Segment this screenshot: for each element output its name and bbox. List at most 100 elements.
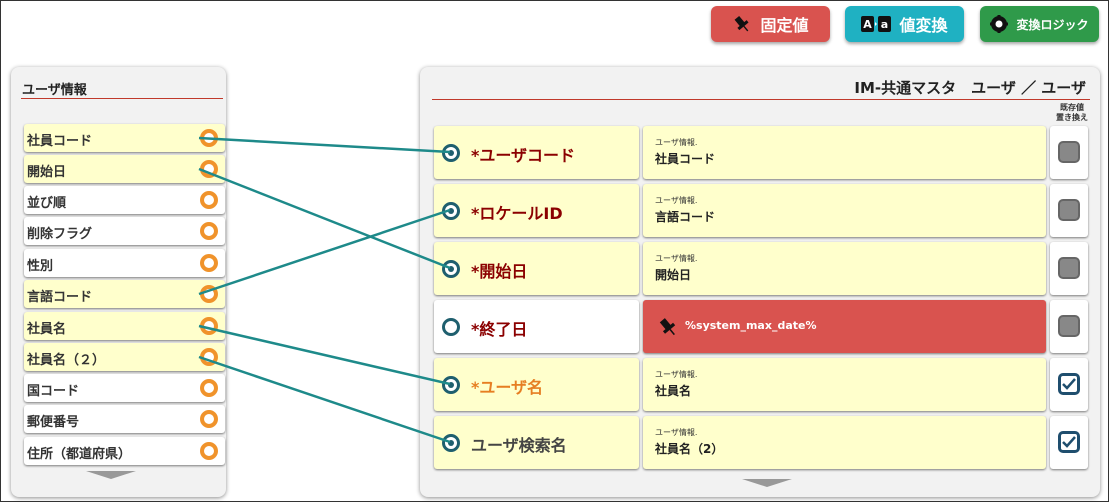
fixed-value-cell[interactable]: %system_max_date% bbox=[643, 300, 1046, 353]
mapped-value-field: 開始日 bbox=[655, 268, 692, 282]
mapped-value-category: ユーザ情報. bbox=[655, 370, 698, 379]
source-connector-icon[interactable] bbox=[200, 160, 218, 178]
target-item-user-search-name[interactable]: ユーザ検索名 bbox=[434, 416, 639, 469]
scroll-down-arrow-icon[interactable] bbox=[86, 471, 136, 479]
mapped-value-field: 社員コード bbox=[655, 152, 716, 166]
value-convert-label: 値変換 bbox=[899, 16, 948, 35]
source-item-label: 郵便番号 bbox=[27, 415, 80, 430]
mapping-line bbox=[198, 355, 451, 444]
replace-checkbox[interactable] bbox=[1058, 199, 1080, 221]
mapped-value-cell[interactable]: ユーザ情報. 社員コード bbox=[643, 126, 1046, 179]
replace-checkbox[interactable] bbox=[1058, 141, 1080, 163]
source-item-gender[interactable]: 性別 bbox=[24, 249, 225, 277]
source-item-postal-code[interactable]: 郵便番号 bbox=[24, 405, 225, 433]
source-connector-icon[interactable] bbox=[200, 129, 218, 147]
source-item-delete-flag[interactable]: 削除フラグ bbox=[24, 217, 225, 245]
case-convert-icon: A a bbox=[861, 16, 892, 32]
convert-logic-label: 変換ロジック bbox=[1016, 17, 1089, 32]
mapped-value-category: ユーザ情報. bbox=[655, 138, 698, 147]
mapped-value-cell[interactable]: ユーザ情報. 社員名（2） bbox=[643, 416, 1046, 469]
target-title-divider bbox=[432, 99, 1090, 100]
mapped-value-category: ユーザ情報. bbox=[655, 428, 698, 437]
source-connector-icon[interactable] bbox=[200, 317, 218, 335]
replace-checkbox[interactable] bbox=[1058, 315, 1080, 337]
target-item-name: *終了日 bbox=[471, 320, 528, 339]
mapped-value-cell[interactable]: ユーザ情報. 言語コード bbox=[643, 184, 1046, 237]
source-connector-icon[interactable] bbox=[200, 222, 218, 240]
source-item-label: 住所（都道府県） bbox=[27, 447, 132, 462]
mapping-line bbox=[198, 324, 451, 386]
pushpin-icon bbox=[732, 14, 752, 34]
target-item-name: ユーザ検索名 bbox=[471, 436, 567, 455]
source-item-label: 社員名 bbox=[27, 322, 67, 337]
target-panel: IM-共通マスタ ユーザ ／ ユーザ 既存値 置き換え *ユーザコード ユーザ情… bbox=[420, 67, 1100, 497]
convert-logic-button[interactable]: 変換ロジック bbox=[980, 6, 1099, 42]
target-item-user-code[interactable]: *ユーザコード bbox=[434, 126, 639, 179]
source-item-label: 国コード bbox=[27, 384, 80, 399]
mapping-line bbox=[198, 136, 451, 154]
fixed-value-text: %system_max_date% bbox=[685, 319, 817, 332]
target-item-start-date[interactable]: *開始日 bbox=[434, 242, 639, 295]
replace-checkbox-cell bbox=[1050, 184, 1088, 237]
target-item-name: *ユーザ名 bbox=[471, 378, 544, 397]
replace-checkbox[interactable] bbox=[1058, 431, 1080, 453]
source-item-employee-name[interactable]: 社員名 bbox=[24, 312, 225, 340]
target-connector-icon[interactable] bbox=[442, 434, 460, 452]
source-item-country-code[interactable]: 国コード bbox=[24, 374, 225, 402]
source-connector-icon[interactable] bbox=[200, 254, 218, 272]
source-connector-icon[interactable] bbox=[200, 410, 218, 428]
target-connector-icon[interactable] bbox=[442, 202, 460, 220]
source-connector-icon[interactable] bbox=[200, 191, 218, 209]
source-title-divider bbox=[21, 98, 223, 99]
target-item-locale-id[interactable]: *ロケールID bbox=[434, 184, 639, 237]
target-connector-icon[interactable] bbox=[442, 318, 460, 336]
replace-checkbox-cell bbox=[1050, 416, 1088, 469]
source-item-employee-code[interactable]: 社員コード bbox=[24, 124, 225, 152]
target-item-user-name[interactable]: *ユーザ名 bbox=[434, 358, 639, 411]
source-connector-icon[interactable] bbox=[200, 442, 218, 460]
replace-existing-header: 既存値 置き換え bbox=[1050, 103, 1094, 123]
target-item-end-date[interactable]: *終了日 bbox=[434, 300, 639, 353]
source-connector-icon[interactable] bbox=[200, 348, 218, 366]
source-item-label: 開始日 bbox=[27, 165, 67, 180]
convert-icon-lower: a bbox=[881, 18, 888, 31]
source-item-label: 社員名（２） bbox=[27, 353, 106, 368]
source-item-address-prefecture[interactable]: 住所（都道府県） bbox=[24, 437, 225, 465]
replace-header-line1: 既存値 bbox=[1060, 103, 1084, 112]
mapping-line bbox=[198, 167, 451, 270]
replace-checkbox-cell bbox=[1050, 126, 1088, 179]
fixed-value-label: 固定値 bbox=[760, 16, 809, 35]
target-connector-icon[interactable] bbox=[442, 260, 460, 278]
pushpin-icon bbox=[657, 316, 679, 342]
source-item-label: 性別 bbox=[27, 259, 54, 274]
target-panel-title: IM-共通マスタ ユーザ ／ ユーザ bbox=[854, 79, 1086, 97]
source-item-label: 並び順 bbox=[27, 196, 67, 211]
source-item-label: 社員コード bbox=[27, 134, 93, 149]
target-item-name: *ロケールID bbox=[471, 204, 563, 223]
fixed-value-button[interactable]: 固定値 bbox=[711, 6, 830, 42]
convert-icon-upper: A bbox=[864, 18, 873, 31]
replace-checkbox[interactable] bbox=[1058, 257, 1080, 279]
source-item-employee-name-2[interactable]: 社員名（２） bbox=[24, 343, 225, 371]
replace-checkbox-cell bbox=[1050, 242, 1088, 295]
target-connector-icon[interactable] bbox=[442, 144, 460, 162]
source-item-label: 削除フラグ bbox=[27, 227, 93, 242]
source-connector-icon[interactable] bbox=[200, 379, 218, 397]
target-connector-icon[interactable] bbox=[442, 376, 460, 394]
mapped-value-cell[interactable]: ユーザ情報. 開始日 bbox=[643, 242, 1046, 295]
mapped-value-field: 言語コード bbox=[655, 210, 716, 224]
source-item-start-date[interactable]: 開始日 bbox=[24, 155, 225, 183]
mapped-value-field: 社員名（2） bbox=[655, 442, 724, 456]
scroll-down-arrow-icon[interactable] bbox=[742, 479, 792, 487]
source-panel: ユーザ情報 社員コード 開始日 並び順 削除フラグ 性別 言語コード 社員名 bbox=[11, 67, 226, 497]
mapped-value-cell[interactable]: ユーザ情報. 社員名 bbox=[643, 358, 1046, 411]
target-item-name: *開始日 bbox=[471, 262, 528, 281]
mapped-value-category: ユーザ情報. bbox=[655, 196, 698, 205]
source-item-sort-order[interactable]: 並び順 bbox=[24, 186, 225, 214]
source-item-language-code[interactable]: 言語コード bbox=[24, 280, 225, 308]
replace-checkbox-cell bbox=[1050, 358, 1088, 411]
replace-checkbox[interactable] bbox=[1058, 373, 1080, 395]
source-connector-icon[interactable] bbox=[200, 285, 218, 303]
value-convert-button[interactable]: A a 値変換 bbox=[845, 6, 964, 42]
